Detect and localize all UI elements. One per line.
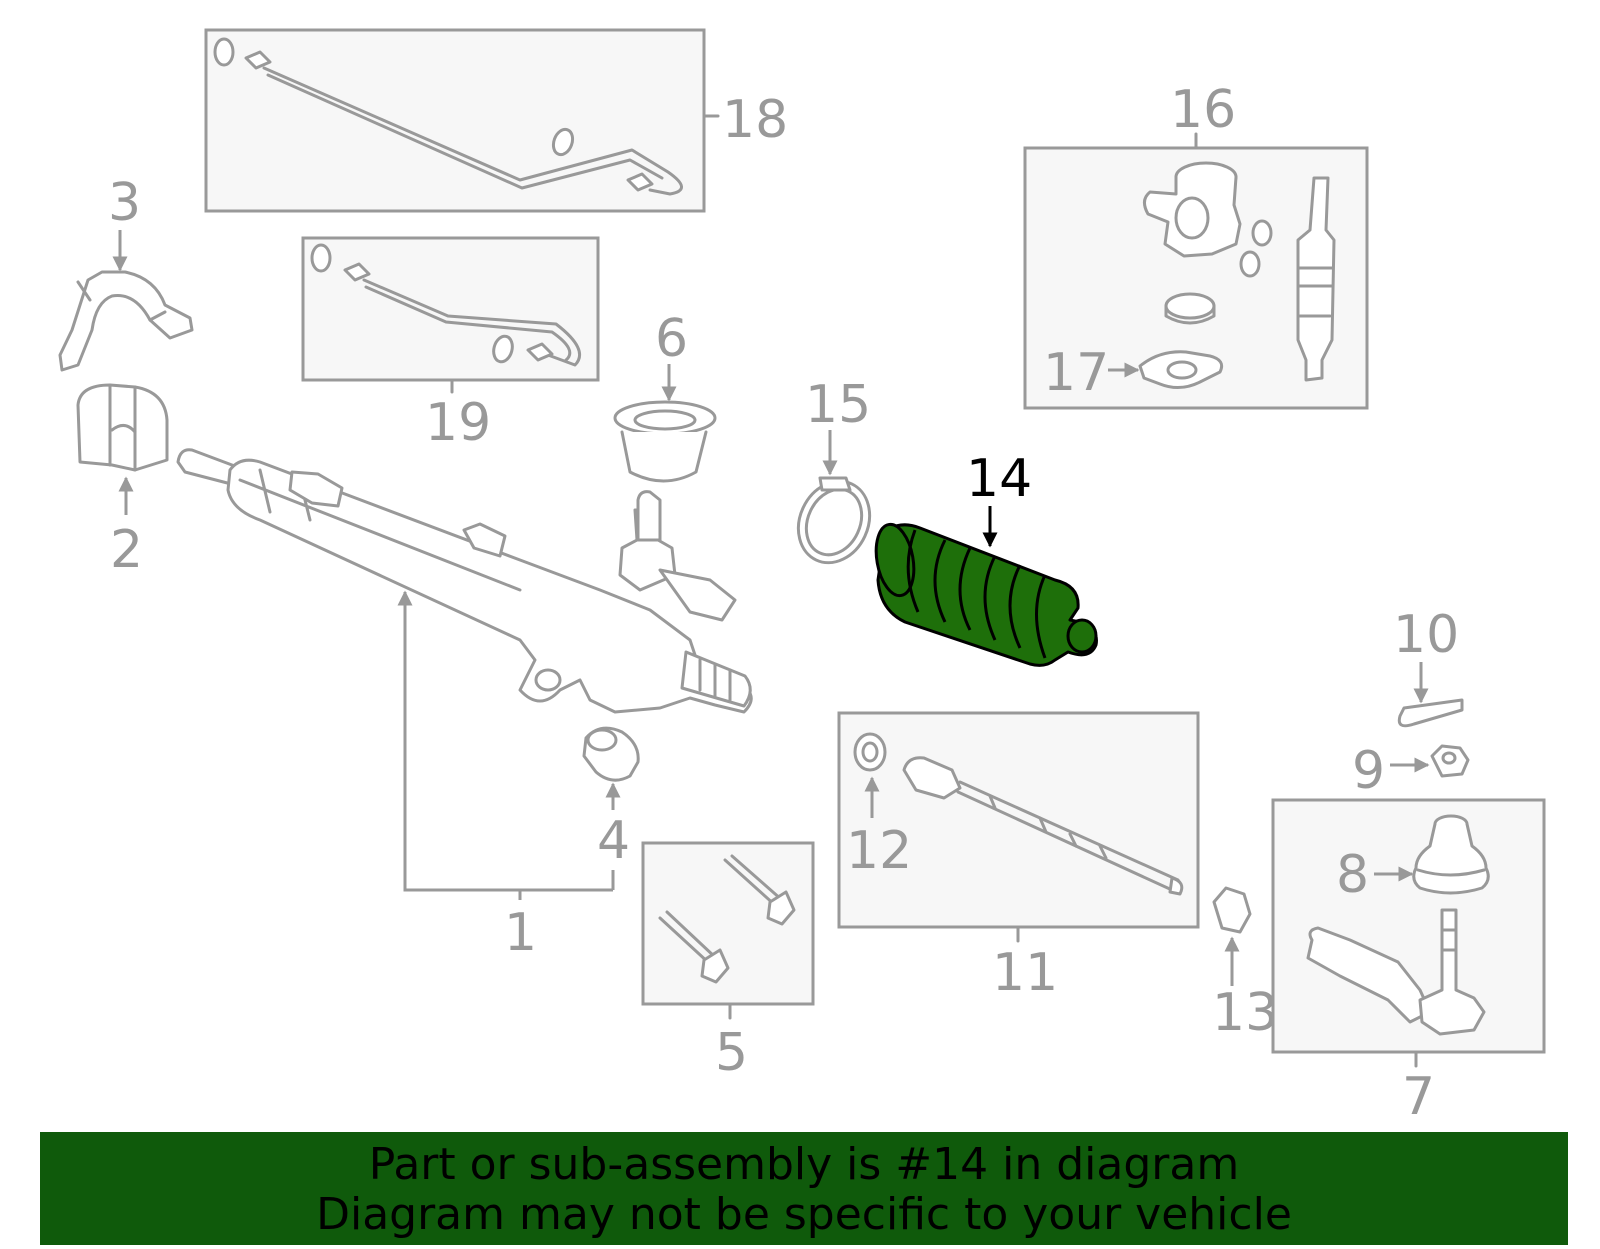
callout-16: 16 — [1170, 80, 1236, 140]
part-10-cotter-pin[interactable] — [1397, 698, 1464, 728]
part-5-bolts[interactable] — [641, 841, 815, 1020]
callout-6: 6 — [655, 309, 688, 369]
callout-19: 19 — [425, 393, 491, 453]
part-4-mount[interactable] — [582, 726, 640, 782]
callout-12: 12 — [846, 821, 912, 881]
part-7-tie-rod-end[interactable] — [1271, 798, 1546, 1068]
part-3-bracket[interactable] — [58, 270, 194, 372]
callout-2: 2 — [110, 520, 143, 580]
part-13-nut[interactable] — [1212, 886, 1252, 934]
callout-11: 11 — [992, 943, 1058, 1003]
callout-18: 18 — [722, 90, 788, 150]
callout-17: 17 — [1043, 343, 1109, 403]
callout-4: 4 — [597, 811, 630, 871]
part-1-steering-rack[interactable] — [176, 448, 753, 714]
part-11-tie-rod[interactable] — [837, 711, 1200, 943]
part-9-nut[interactable] — [1430, 744, 1470, 778]
info-banner: Part or sub-assembly is #14 in diagram D… — [40, 1132, 1568, 1245]
part-15-clamp[interactable] — [785, 470, 882, 575]
callout-1: 1 — [504, 903, 537, 963]
callout-10: 10 — [1393, 605, 1459, 665]
part-2-bushing[interactable] — [76, 383, 169, 472]
callout-15: 15 — [805, 375, 871, 435]
callout-8: 8 — [1336, 845, 1369, 905]
callout-13: 13 — [1212, 983, 1278, 1043]
callout-9: 9 — [1352, 741, 1385, 801]
callout-7: 7 — [1402, 1067, 1435, 1127]
banner-line-2: Diagram may not be specific to your vehi… — [316, 1189, 1292, 1240]
part-17-gasket[interactable] — [1138, 350, 1224, 389]
callout-5: 5 — [715, 1023, 748, 1083]
part-14-boot[interactable] — [871, 521, 1098, 667]
part-12-washer[interactable] — [853, 732, 887, 772]
part-6-dust-seal[interactable] — [613, 400, 717, 483]
part-19-return-line[interactable] — [301, 236, 600, 394]
part-18-pressure-line[interactable] — [204, 28, 720, 213]
callout-14: 14 — [966, 449, 1032, 509]
banner-line-1: Part or sub-assembly is #14 in diagram — [368, 1139, 1240, 1190]
part-8-boot[interactable] — [1412, 814, 1490, 895]
callout-3: 3 — [108, 173, 141, 233]
